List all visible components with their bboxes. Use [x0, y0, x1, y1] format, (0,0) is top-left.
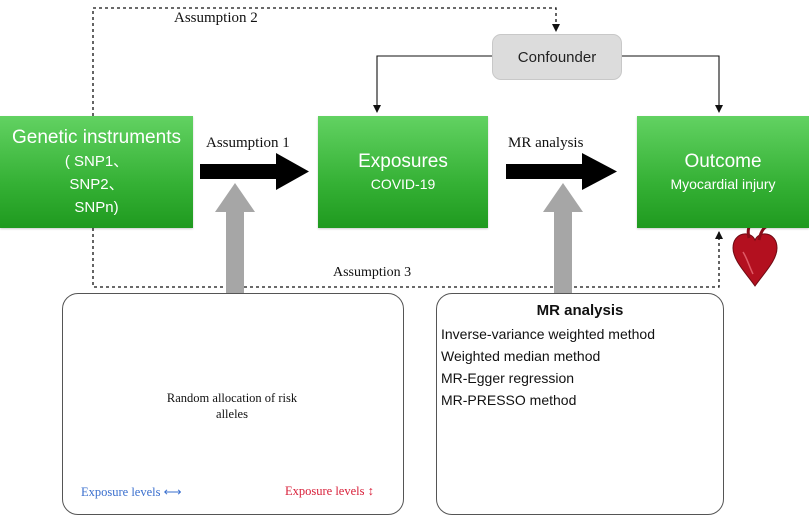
exposures-box: Exposures COVID-19 [318, 116, 488, 228]
confounder-to-outcome-line [620, 55, 723, 113]
exposure-levels-high-label: Exposure levels ↕ [285, 484, 374, 498]
confounder-box: Confounder [492, 34, 622, 80]
outcome-subtitle: Myocardial injury [670, 175, 776, 192]
confounder-to-exposure-line [373, 55, 492, 113]
assumption3-path [92, 228, 723, 288]
random-allocation-label: Random allocation of risk alleles [166, 391, 298, 421]
gray-up-arrow-right [543, 183, 583, 294]
mr-analysis-panel-title: MR analysis [536, 302, 624, 319]
mr-analysis-panel: MR analysis Inverse-variance weighted me… [436, 293, 724, 515]
assumption2-path [92, 7, 560, 116]
genetic-instruments-title: Genetic instruments [12, 126, 181, 148]
exposures-title: Exposures [358, 150, 448, 172]
mr-analysis-arrow-label: MR analysis [508, 135, 584, 151]
snp-line-1: ( SNP1、 [64, 152, 129, 170]
heart-icon [732, 220, 778, 287]
method-mr-presso: MR-PRESSO method [441, 392, 577, 408]
method-weighted-median: Weighted median method [441, 348, 601, 364]
assumption2-label: Assumption 2 [174, 10, 258, 26]
outcome-box: Outcome Myocardial injury [637, 116, 809, 228]
genetic-instruments-box: Genetic instruments ( SNP1、 SNP2、 SNPn) [0, 116, 193, 228]
snp-line-2: SNP2、 [69, 175, 124, 193]
outcome-title: Outcome [684, 150, 762, 172]
exposure-levels-low-label: Exposure levels ⟷ [81, 485, 182, 499]
method-ivw: Inverse-variance weighted method [441, 326, 656, 342]
assumption1-arrow [200, 153, 309, 190]
snp-line-3: SNPn) [74, 198, 119, 216]
random-allocation-panel: Random allocation of risk alleles Exposu… [62, 293, 404, 515]
gray-up-arrow-left [215, 183, 255, 294]
confounder-label: Confounder [517, 48, 597, 66]
method-mr-egger: MR-Egger regression [441, 370, 575, 386]
exposures-subtitle: COVID-19 [370, 175, 436, 192]
mr-analysis-arrow [506, 153, 617, 190]
assumption3-label: Assumption 3 [333, 265, 412, 280]
assumption1-label: Assumption 1 [206, 135, 290, 151]
